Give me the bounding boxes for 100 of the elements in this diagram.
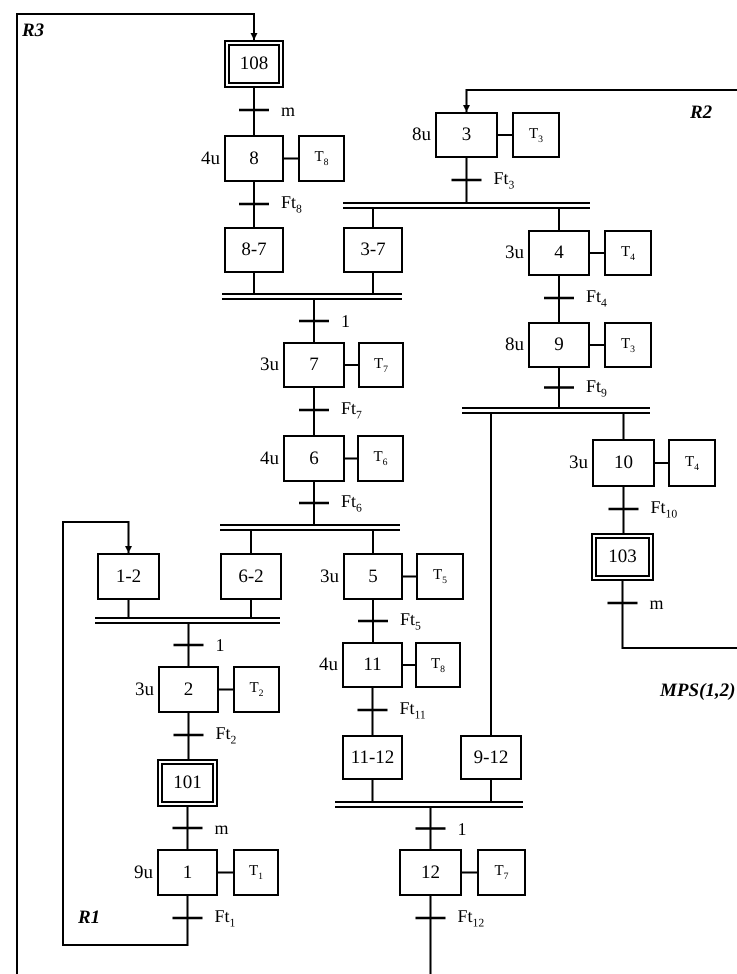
connector-line [284,158,298,160]
step-box [343,227,403,273]
step-number: 3-7 [360,239,386,261]
connector-line [313,300,315,342]
connector-line [188,713,190,759]
duration-label: 3u [569,452,588,474]
loop-label: R1 [78,907,100,929]
action-label: T$_{2}$ [249,680,264,699]
connector-line [558,209,560,230]
step-number: 10 [614,452,633,474]
connector-line [490,414,492,735]
step-number: 7 [309,354,319,376]
duration-label: 4u [201,148,220,170]
duration-label: 3u [135,678,154,700]
action-box [512,112,560,158]
step-number: 4 [554,242,564,264]
action-label: T$_{7}$ [494,863,509,882]
action-box [298,135,345,182]
step-number: 2 [184,678,194,700]
connector-line [372,531,374,553]
step-number: 5 [368,566,378,588]
step-number: 8 [249,148,259,170]
connector-line [490,780,492,801]
transition-condition: 1 [340,312,351,330]
synchronization-bar [220,524,400,531]
connector-line [590,252,604,254]
loop-label: MPS(1,2) [660,680,736,702]
connector-line [253,182,255,227]
connector-line [622,581,737,649]
connector-line [558,276,560,322]
action-label: T$_{4}$ [620,244,636,262]
action-label: T$_{3}$ [620,336,636,354]
action-box [358,342,404,388]
connector-line [186,807,188,849]
duration-label: 3u [505,242,524,264]
duration-label: 3u [260,354,279,376]
synchronization-bar [95,617,280,624]
step-box [224,227,284,273]
step-number: 6-2 [238,566,264,588]
step-number: 103 [608,546,637,568]
action-label: T$_{7}$ [374,356,388,374]
step-box [399,849,462,896]
connector-line [372,209,374,227]
connector-line [218,872,233,874]
connector-line [250,600,252,617]
connector-line [253,88,255,135]
action-box [604,230,652,276]
action-box [357,435,404,482]
action-label: T$_{5}$ [432,567,448,586]
step-box [460,735,522,780]
action-box [604,322,652,368]
action-label: T$_{8}$ [430,656,446,674]
connector-line [498,134,512,136]
step-box [342,735,403,780]
step-number: 108 [240,53,268,75]
step-number: 9-12 [474,746,508,768]
connector-line [16,13,258,974]
step-box [97,553,160,600]
action-box [233,666,280,713]
step-number: 1 [182,862,192,884]
connector-line [622,487,624,533]
duration-label: 8u [505,334,524,356]
action-box [668,439,716,487]
connector-line [253,273,255,293]
step-box [220,553,282,600]
action-label: T$_{6}$ [373,449,388,468]
connector-line [403,664,415,666]
action-label: T$_{4}$ [684,454,700,472]
synchronization-bar [343,202,590,209]
action-box [416,553,464,600]
step-number: 12 [421,862,440,884]
step-number: 3 [462,124,472,146]
synchronization-bar [335,801,523,808]
duration-label: 9u [134,862,153,884]
connector-line [62,521,188,946]
duration-label: 4u [319,654,338,676]
step-number: 8-7 [241,239,267,261]
connector-line [313,388,315,435]
connector-line [655,462,668,464]
action-box [233,849,279,896]
action-label: T$_{8}$ [314,149,329,168]
action-box [477,849,526,896]
connector-line [345,458,357,460]
connector-line [622,414,624,439]
step-number: 11-12 [350,746,394,768]
initial-step-box [591,533,654,581]
connector-line [403,576,416,578]
connector-line [372,688,374,735]
connector-line [219,688,233,690]
step-number: 101 [173,772,202,794]
connector-line [250,531,252,553]
loop-label: R2 [690,102,712,124]
connector-line [430,808,432,849]
connector-line [466,158,468,202]
transition-condition: 1 [214,636,226,654]
step-number: 9 [554,334,564,356]
connector-line [590,344,604,346]
step-number: 1-2 [116,566,142,588]
action-box [415,642,461,688]
connector-line [313,482,315,524]
